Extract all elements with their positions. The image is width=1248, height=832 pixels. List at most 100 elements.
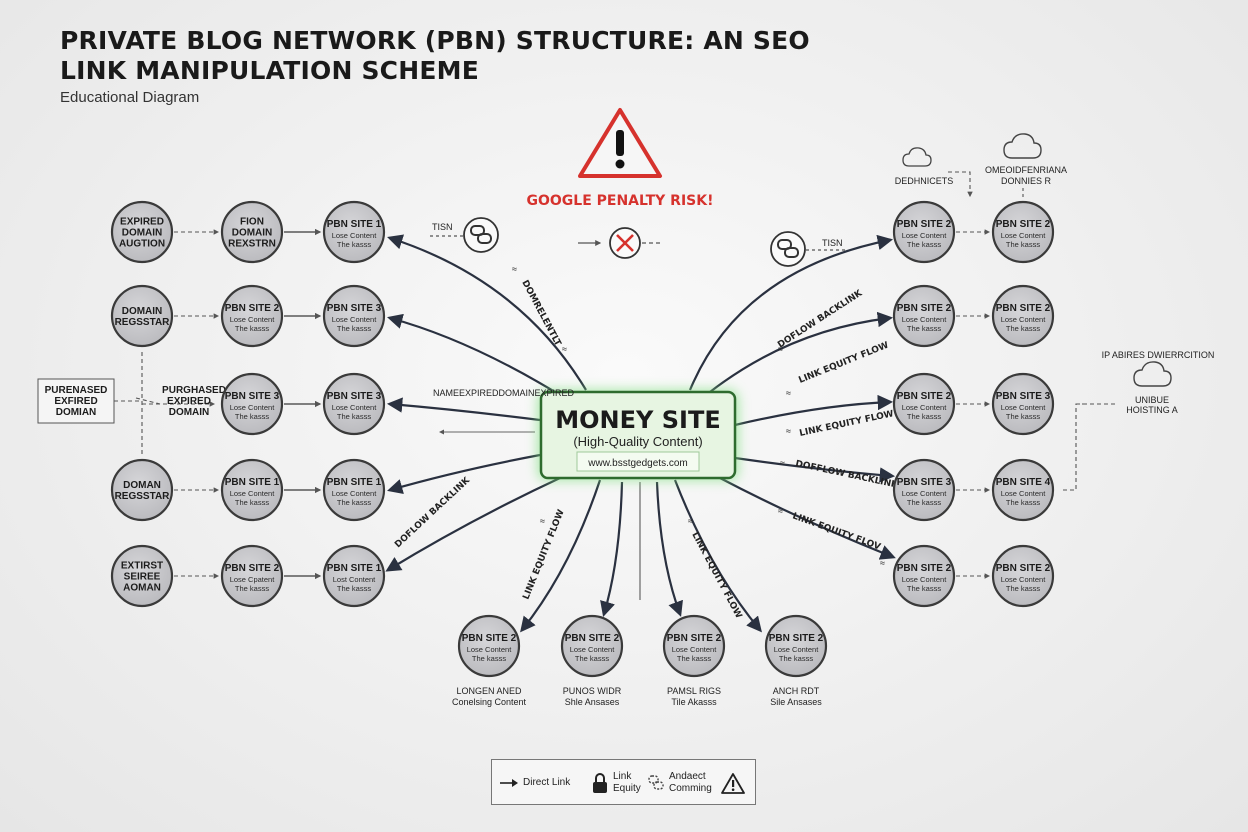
node-line: DOMAN bbox=[123, 480, 161, 491]
money-site-box: MONEY SITE (High-Quality Content) www.bs… bbox=[538, 390, 738, 480]
node-sub: Lose Content bbox=[332, 231, 378, 240]
pbn-caption: PAMSL RIGS bbox=[667, 686, 721, 696]
node-sub: Lose Content bbox=[332, 403, 378, 412]
node-line: DOMAIN bbox=[122, 306, 163, 317]
node-circle bbox=[991, 544, 1055, 608]
node-title: PBN SITE 2 bbox=[996, 303, 1051, 314]
link-equity-flow-label: LINK EQUITY FLOW bbox=[799, 409, 895, 439]
node-sub: The kasss bbox=[575, 654, 609, 663]
legend-warning bbox=[721, 760, 745, 806]
node-sub: Lose Content bbox=[1001, 231, 1047, 240]
page-title: PRIVATE BLOG NETWORK (PBN) STRUCTURE: AN… bbox=[60, 26, 810, 85]
node-circle bbox=[220, 372, 284, 436]
tick-mark: ≈ bbox=[880, 558, 885, 568]
node-circle bbox=[991, 200, 1055, 264]
tick-mark: ≈ bbox=[786, 388, 791, 398]
tick-mark: ≈ bbox=[688, 516, 693, 526]
pbn-caption: ANCH RDT bbox=[773, 686, 820, 696]
legend-direct-link: Direct Link bbox=[500, 760, 570, 806]
node-line: DOMAIN bbox=[232, 228, 273, 239]
top-right-label-1: DEDHNICETS bbox=[895, 176, 954, 186]
chain-link-icon bbox=[463, 217, 499, 253]
purchased-box-line: EXFIRED bbox=[54, 396, 97, 407]
node-circle bbox=[892, 544, 956, 608]
node-sub: The kasss bbox=[235, 584, 269, 593]
node-title: PBN SITE 3 bbox=[225, 391, 280, 402]
node-sub: Lose Content bbox=[230, 403, 276, 412]
tick-mark: ≈ bbox=[778, 344, 783, 354]
pbn-caption: Tile Akasss bbox=[671, 697, 717, 707]
node-circle bbox=[322, 284, 386, 348]
node-title: PBN SITE 2 bbox=[897, 563, 952, 574]
link-equity-flow-label: LINK EQUITY FLOW bbox=[689, 531, 743, 621]
node-line: EXTIRST bbox=[121, 561, 163, 572]
node-circle bbox=[892, 284, 956, 348]
link-arrow-left-2 bbox=[387, 313, 561, 396]
node-line: AOMAN bbox=[123, 583, 161, 594]
node-title: PBN SITE 1 bbox=[327, 563, 382, 574]
node-sub: Lose Content bbox=[467, 645, 513, 654]
tisn-label-right: TISN bbox=[822, 238, 843, 248]
node-circle bbox=[220, 284, 284, 348]
node-circle bbox=[220, 544, 284, 608]
node-sub: Lose Content bbox=[672, 645, 718, 654]
node-sub: Lose Content bbox=[230, 489, 276, 498]
node-sub: The kasss bbox=[337, 498, 371, 507]
legend-direct-link-label: Direct Link bbox=[523, 777, 571, 788]
tick-mark: ≈ bbox=[562, 344, 567, 354]
node-line: DOMAIN bbox=[122, 228, 163, 239]
link-arrow-bottom-2 bbox=[600, 481, 624, 617]
node-circle bbox=[991, 372, 1055, 436]
money-site-url: www.bsstgedgets.com bbox=[587, 458, 688, 469]
node-sub: Lose Content bbox=[902, 489, 948, 498]
node-circle bbox=[662, 614, 726, 678]
svg-text:OMEOIDFENRIANA: OMEOIDFENRIANA bbox=[985, 165, 1067, 175]
tick-mark: ≈ bbox=[512, 264, 517, 274]
hosting-label-a: UNIBUE bbox=[1135, 395, 1169, 405]
node-sub: The kasss bbox=[337, 412, 371, 421]
money-site-title: MONEY SITE bbox=[555, 406, 720, 434]
link-arrow-bottom-4 bbox=[673, 479, 762, 633]
link-arrow-right-2 bbox=[709, 311, 894, 393]
penalty-warning-label: GOOGLE PENALTY RISK! bbox=[527, 193, 714, 209]
chain-link-icon bbox=[770, 231, 806, 267]
node-circle bbox=[991, 284, 1055, 348]
purchased-domain-box: PURENASED EXFIRED DOMIAN bbox=[37, 378, 115, 424]
node-line: SEIREE bbox=[124, 572, 161, 583]
pbn-caption: Sile Ansases bbox=[770, 697, 822, 707]
node-title: PBN SITE 2 bbox=[897, 391, 952, 402]
node-sub: The kasss bbox=[472, 654, 506, 663]
legend-andaect-line: Andaect bbox=[669, 771, 706, 782]
tick-mark: ≈ bbox=[778, 506, 783, 516]
node-title: PBN SITE 1 bbox=[327, 219, 382, 230]
node-sub: Lose Content bbox=[902, 315, 948, 324]
node-title: PBN SITE 1 bbox=[327, 477, 382, 488]
node-line: REXSTRN bbox=[228, 239, 276, 250]
node-title: PBN SITE 2 bbox=[996, 563, 1051, 574]
cloud-icon bbox=[1133, 361, 1172, 387]
node-circle bbox=[110, 544, 174, 608]
legend-link-equity-line: Equity bbox=[613, 783, 641, 794]
node-title: PBN SITE 2 bbox=[996, 219, 1051, 230]
node-sub: Lose Content bbox=[1001, 489, 1047, 498]
purchased-domain-label: PURGHASED EXPIRED DOMAIN bbox=[162, 385, 226, 418]
node-sub: The kasss bbox=[907, 412, 941, 421]
svg-text:DONNIES R: DONNIES R bbox=[1001, 176, 1052, 186]
node-title: PBN SITE 3 bbox=[327, 303, 382, 314]
dashed-link-icon bbox=[648, 775, 664, 790]
node-circle bbox=[220, 200, 284, 264]
ip-address-label: IP ABIRES DWIERRCITION bbox=[1102, 350, 1215, 360]
